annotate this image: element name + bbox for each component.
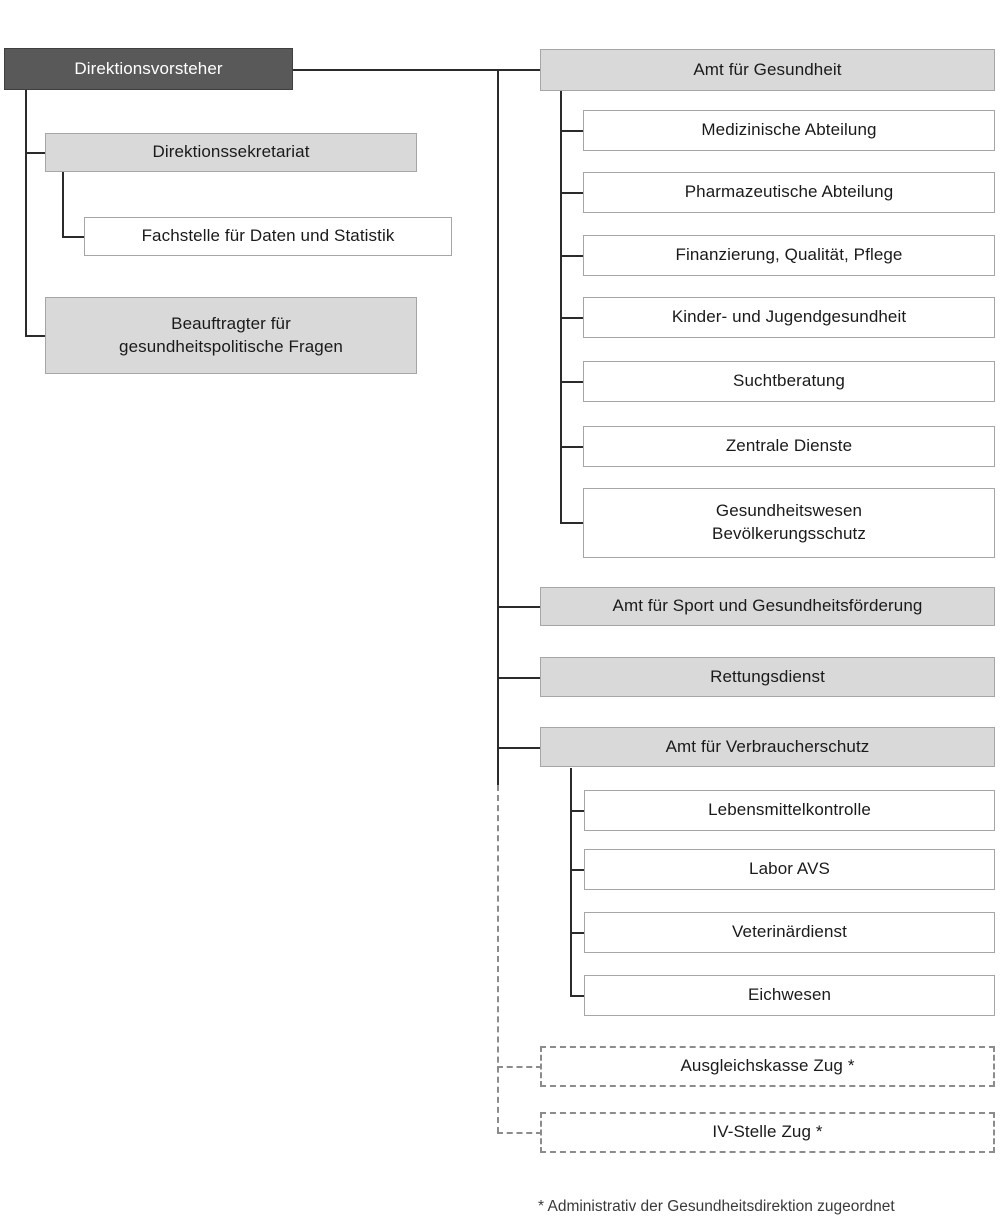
node-label: Fachstelle für Daten und Statistik [141, 226, 395, 246]
connector-right-main-trunk-dashed [497, 785, 499, 1133]
node-label: IV-Stelle Zug * [712, 1122, 823, 1142]
connector-gesundheit-child-4 [560, 317, 585, 319]
connector-to-ausgleichskasse [497, 1066, 542, 1068]
node-kinder-jugendgesundheit[interactable]: Kinder- und Jugendgesundheit [583, 297, 995, 338]
connector-gesundheit-child-2 [560, 192, 585, 194]
node-label: Labor AVS [749, 859, 830, 879]
connector-verbraucherschutz-subtrunk [570, 768, 572, 996]
connector-verbraucherschutz-child-2 [570, 869, 585, 871]
connector-to-beauftragter [25, 335, 46, 337]
node-medizinische-abteilung[interactable]: Medizinische Abteilung [583, 110, 995, 151]
node-pharmazeutische-abteilung[interactable]: Pharmazeutische Abteilung [583, 172, 995, 213]
connector-to-rettungsdienst [497, 677, 542, 679]
connector-to-iv-stelle [497, 1132, 542, 1134]
node-direktionssekretariat[interactable]: Direktionssekretariat [45, 133, 417, 172]
node-label: Eichwesen [747, 985, 832, 1005]
node-amt-fuer-verbraucherschutz[interactable]: Amt für Verbraucherschutz [540, 727, 995, 767]
node-label: Kinder- und Jugendgesundheit [671, 307, 907, 327]
node-amt-fuer-sport-gesundheitsfoerderung[interactable]: Amt für Sport und Gesundheitsförderung [540, 587, 995, 626]
connector-gesundheit-child-7 [560, 522, 585, 524]
node-label: Ausgleichskasse Zug * [680, 1056, 855, 1076]
node-label: Rettungsdienst [710, 666, 825, 686]
node-ausgleichskasse-zug[interactable]: Ausgleichskasse Zug * [540, 1046, 995, 1087]
node-fachstelle-daten-statistik[interactable]: Fachstelle für Daten und Statistik [84, 217, 452, 256]
node-rettungsdienst[interactable]: Rettungsdienst [540, 657, 995, 697]
connector-gesundheit-child-6 [560, 446, 585, 448]
connector-gesundheit-child-3 [560, 255, 585, 257]
node-veterinaerdienst[interactable]: Veterinärdienst [584, 912, 995, 953]
footnote-administrativ-zugeordnet: * Administrativ der Gesundheitsdirektion… [538, 1198, 895, 1216]
node-label: Gesundheitswesen Bevölkerungsschutz [712, 501, 866, 543]
connector-verbraucherschutz-child-4 [570, 995, 585, 997]
node-label: Lebensmittelkontrolle [708, 800, 871, 820]
node-labor-avs[interactable]: Labor AVS [584, 849, 995, 890]
node-label: Amt für Gesundheit [693, 59, 842, 79]
node-label: Finanzierung, Qualität, Pflege [675, 245, 903, 265]
connector-right-main-trunk [497, 69, 499, 785]
connector-root-left-trunk [25, 89, 27, 336]
connector-to-amt-fuer-verbraucherschutz [497, 747, 542, 749]
node-direktionsvorsteher[interactable]: Direktionsvorsteher [4, 48, 293, 90]
node-amt-fuer-gesundheit[interactable]: Amt für Gesundheit [540, 49, 995, 91]
connector-root-to-right-trunk [292, 69, 541, 71]
connector-direktionssekretariat-subtrunk [62, 169, 64, 237]
node-label: Pharmazeutische Abteilung [684, 182, 894, 202]
node-label: Direktionssekretariat [152, 142, 310, 162]
connector-to-fachstelle [62, 236, 85, 238]
connector-gesundheit-child-1 [560, 130, 585, 132]
node-beauftragter-gesundheitspolitik[interactable]: Beauftragter für gesundheitspolitische F… [45, 297, 417, 374]
node-label: Zentrale Dienste [725, 436, 853, 456]
connector-verbraucherschutz-child-1 [570, 810, 585, 812]
connector-to-amt-fuer-sport [497, 606, 542, 608]
node-suchtberatung[interactable]: Suchtberatung [583, 361, 995, 402]
node-iv-stelle-zug[interactable]: IV-Stelle Zug * [540, 1112, 995, 1153]
node-eichwesen[interactable]: Eichwesen [584, 975, 995, 1016]
node-label: Medizinische Abteilung [701, 120, 877, 140]
connector-gesundheit-child-5 [560, 381, 585, 383]
node-label: Beauftragter für gesundheitspolitische F… [119, 313, 343, 356]
connector-verbraucherschutz-child-3 [570, 932, 585, 934]
connector-to-direktionssekretariat [25, 152, 46, 154]
node-label: Amt für Verbraucherschutz [665, 736, 870, 756]
node-label: Suchtberatung [733, 371, 845, 391]
node-finanzierung-qualitaet-pflege[interactable]: Finanzierung, Qualität, Pflege [583, 235, 995, 276]
node-label: Amt für Sport und Gesundheitsförderung [612, 596, 923, 616]
connector-gesundheit-subtrunk [560, 90, 562, 523]
node-label: Direktionsvorsteher [74, 58, 223, 78]
node-label: Veterinärdienst [732, 922, 847, 942]
footnote-text: * Administrativ der Gesundheitsdirektion… [538, 1198, 895, 1215]
node-lebensmittelkontrolle[interactable]: Lebensmittelkontrolle [584, 790, 995, 831]
node-zentrale-dienste[interactable]: Zentrale Dienste [583, 426, 995, 467]
node-gesundheitswesen-bevoelkerungsschutz[interactable]: Gesundheitswesen Bevölkerungsschutz [583, 488, 995, 558]
